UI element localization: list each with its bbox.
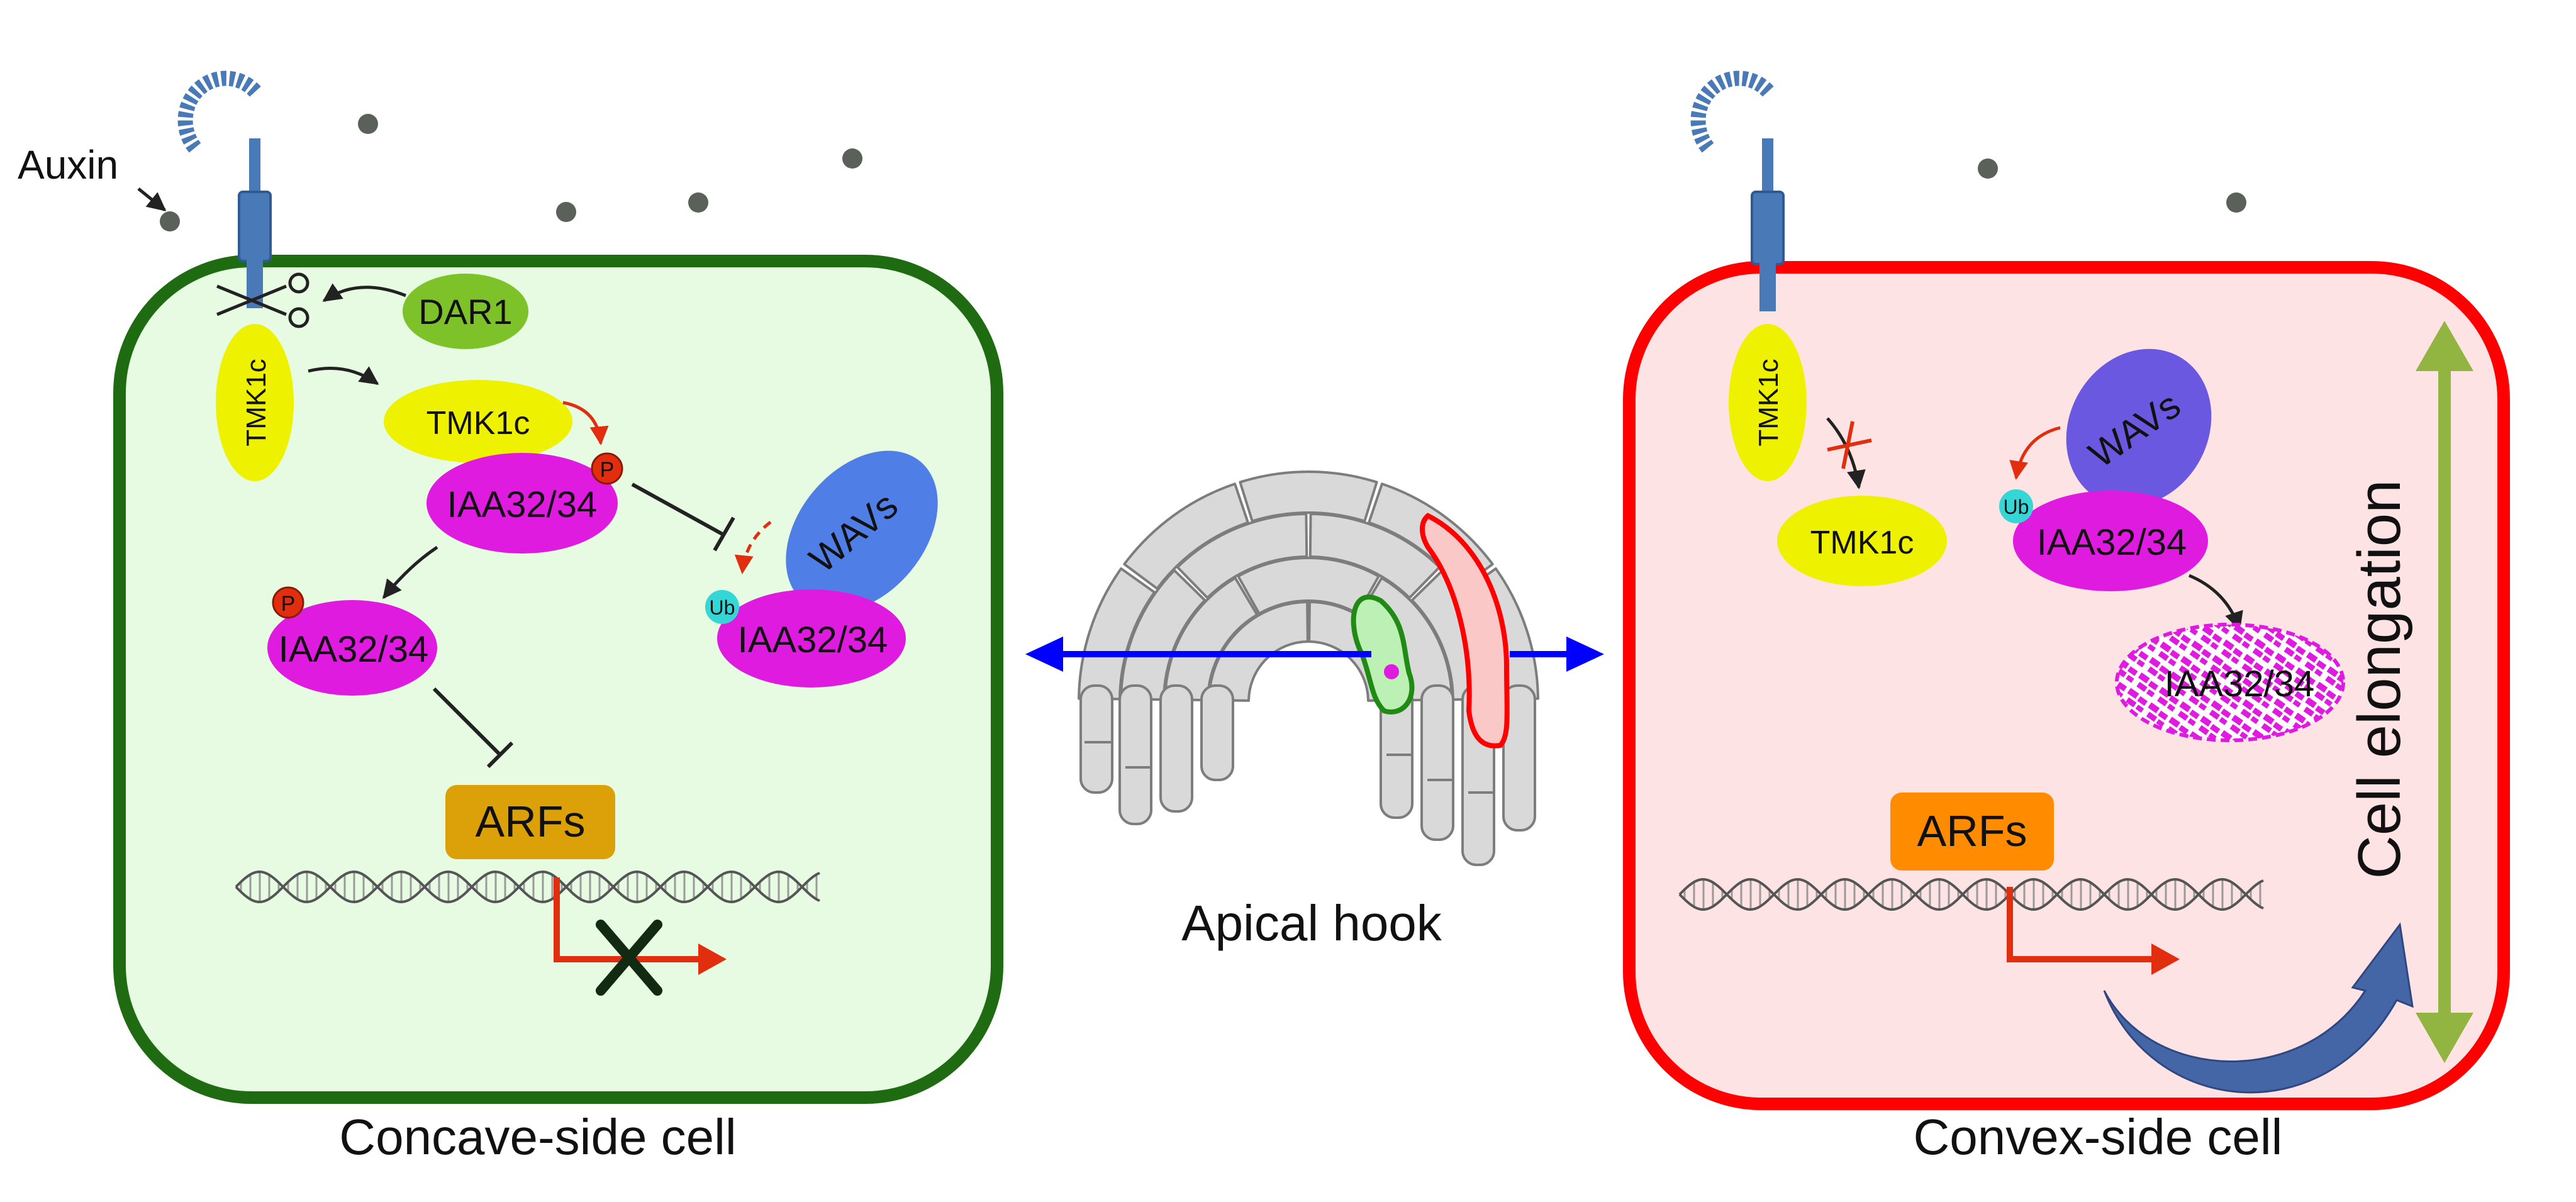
auxin-dot bbox=[2226, 192, 2246, 213]
ubiquitination-dashed-arrow bbox=[734, 521, 772, 574]
concave-cell-caption: Concave-side cell bbox=[339, 1109, 736, 1165]
scissors-icon bbox=[216, 272, 309, 328]
arfs-right-label: ARFs bbox=[1917, 806, 2027, 855]
tmk1c-membrane-label: TMK1c bbox=[241, 359, 272, 446]
transcription-blocked-arrow bbox=[554, 877, 698, 962]
degradation-arrow bbox=[2188, 574, 2243, 631]
dar1-arrow bbox=[322, 283, 406, 303]
arfs-left-box bbox=[445, 785, 615, 859]
tmk1c-free-right-ellipse bbox=[1777, 496, 1947, 586]
elongation-double-arrow-icon bbox=[2416, 321, 2473, 1063]
tmk1c-membrane-right-label: TMK1c bbox=[1753, 359, 1784, 446]
elongation-label: Cell elongation bbox=[2346, 479, 2413, 879]
phosphorylation-arrow bbox=[562, 401, 609, 445]
phospho-top-label: P bbox=[600, 458, 615, 482]
transcription-active-arrowhead bbox=[2151, 943, 2180, 975]
concave-highlight bbox=[1351, 594, 1415, 715]
iaa-top-ellipse bbox=[427, 453, 618, 554]
iaa-bound-ellipse bbox=[2013, 491, 2208, 591]
elongation-curved-arrow bbox=[2103, 922, 2414, 1094]
dna-left-icon bbox=[235, 870, 820, 904]
iaa-bound-label: IAA32/34 bbox=[2037, 522, 2187, 563]
phospho-top-icon bbox=[591, 452, 623, 485]
iaa-degraded-ellipse bbox=[2115, 623, 2345, 742]
tmk1c-free-ellipse bbox=[384, 380, 572, 463]
inhibit-arfs-bar bbox=[486, 741, 514, 769]
inhibit-wavs-bar bbox=[713, 516, 735, 552]
cleavage-arrow bbox=[308, 366, 379, 386]
iaa-wav-ellipse bbox=[717, 589, 906, 687]
ubiquitination-arrow bbox=[2009, 426, 2061, 480]
receptor-right-icon bbox=[1690, 70, 1785, 311]
auxin-label: Auxin bbox=[18, 142, 118, 187]
ub-right-icon bbox=[1999, 489, 2033, 523]
phospho-left-icon bbox=[272, 586, 304, 619]
ub-right-label: Ub bbox=[2004, 496, 2029, 518]
auxin-dot bbox=[556, 202, 576, 222]
iaa-phospho-arrow bbox=[382, 545, 438, 599]
auxin-pointer-arrow bbox=[137, 187, 167, 211]
iaa-top-label: IAA32/34 bbox=[447, 484, 598, 525]
ub-left-label: Ub bbox=[710, 596, 735, 619]
auxin-dot bbox=[842, 148, 862, 169]
concave-side-cell: DAR1 TMK1c TMK1c IAA32/34 P WAVs IAA32/3… bbox=[113, 70, 1003, 1104]
iaa-degraded-label: IAA32/34 bbox=[2165, 664, 2315, 704]
wavs-left-ellipse bbox=[786, 450, 938, 613]
convex-highlight bbox=[1420, 513, 1510, 748]
block-cross-icon bbox=[596, 920, 662, 996]
arfs-right-box bbox=[1890, 793, 2054, 871]
iaa-left-ellipse bbox=[267, 600, 437, 696]
blocked-cleavage-cross-icon bbox=[1827, 421, 1872, 469]
dar1-label: DAR1 bbox=[418, 292, 512, 331]
auxin-dot bbox=[160, 211, 180, 231]
arfs-left-label: ARFs bbox=[476, 797, 586, 846]
convex-cell-caption: Convex-side cell bbox=[1914, 1109, 2283, 1165]
nucleus-dot bbox=[1384, 664, 1399, 679]
inhibit-wavs-line bbox=[631, 482, 725, 537]
apical-hook-illustration bbox=[1025, 470, 1604, 866]
convex-side-cell: TMK1c TMK1c WAVs IAA32/34 Ub IAA32/34 AR… bbox=[1623, 70, 2510, 1110]
auxin-dot bbox=[1978, 159, 1998, 179]
inhibit-arfs-line bbox=[432, 687, 502, 757]
iaa-wav-label: IAA32/34 bbox=[738, 620, 888, 660]
dar1-ellipse bbox=[403, 274, 528, 349]
transcription-blocked-arrowhead bbox=[698, 943, 727, 975]
auxin-dot bbox=[688, 192, 708, 213]
tmk1c-free-label: TMK1c bbox=[427, 405, 530, 442]
ub-left-icon bbox=[705, 590, 739, 624]
phospho-left-label: P bbox=[281, 592, 296, 616]
apical-hook-caption: Apical hook bbox=[1181, 895, 1442, 951]
iaa-left-label: IAA32/34 bbox=[279, 629, 429, 670]
tmk1c-membrane-ellipse bbox=[216, 324, 294, 481]
wavs-right-ellipse bbox=[2066, 348, 2212, 507]
auxin-dot bbox=[358, 114, 378, 134]
tmk1c-membrane-right-ellipse bbox=[1729, 324, 1807, 481]
tmk1c-free-right-label: TMK1c bbox=[1810, 525, 1914, 561]
concave-cell-body bbox=[113, 255, 1003, 1104]
transcription-active-arrow bbox=[2007, 887, 2151, 962]
dna-right-icon bbox=[1678, 877, 2264, 911]
